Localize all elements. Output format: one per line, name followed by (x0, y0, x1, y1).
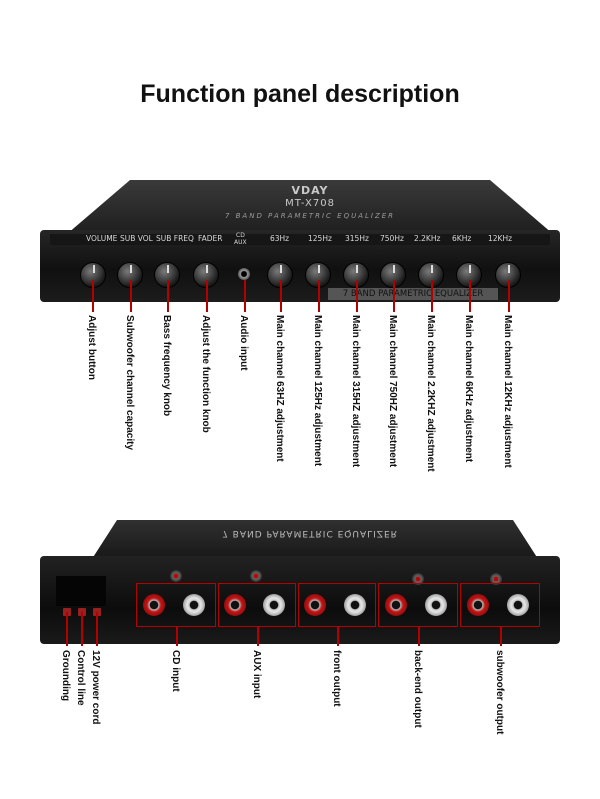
callout-adjust-button: Adjust button (86, 315, 97, 380)
callout-750hz: Main channel 750HZ adjustment (387, 315, 398, 468)
callout-front-output: front output (331, 650, 342, 707)
callout-line (167, 280, 169, 312)
label-125hz: 125Hz (308, 234, 332, 243)
label-volume: VOLUME (86, 234, 118, 243)
callout-line (337, 627, 339, 646)
rear-top-text: 7 BAND PARAMETRIC EQUALIZER (222, 528, 398, 538)
callout-2-2khz: Main channel 2.2KHZ adjustment (425, 315, 436, 472)
front-output-group (298, 583, 376, 627)
callout-audio-input: Audio input (238, 315, 249, 371)
callout-line (206, 280, 208, 312)
callout-line (176, 627, 178, 646)
callout-function-knob: Adjust the function knob (200, 315, 211, 433)
callout-line (92, 280, 94, 312)
label-sub-vol: SUB VOL (120, 234, 153, 243)
brand-logo: VDAY (291, 184, 329, 197)
callout-line (418, 627, 420, 646)
aux-input-jack[interactable] (238, 268, 250, 280)
callout-line (469, 280, 471, 312)
callout-12khz: Main channel 12KHz adjustment (502, 315, 513, 468)
callout-bass-frequency: Bass frequency knob (161, 315, 172, 417)
ground-screw (490, 573, 502, 585)
callout-line (393, 280, 395, 312)
aux-input-group (218, 583, 296, 627)
callout-line (130, 280, 132, 312)
callout-6khz: Main channel 6KHz adjustment (463, 315, 474, 463)
callout-line (96, 612, 98, 646)
front-output-white-jack[interactable] (344, 594, 366, 616)
callout-aux-input: AUX input (251, 650, 262, 699)
band-label: 7 BAND PARAMETRIC EQUALIZER (328, 288, 498, 300)
model-number: MT-X708 (285, 198, 335, 209)
callout-63hz: Main channel 63HZ adjustment (274, 315, 285, 462)
cd-input-red-jack[interactable] (143, 594, 165, 616)
ground-screw (170, 570, 182, 582)
rear-unit-top (90, 520, 540, 562)
aux-input-white-jack[interactable] (263, 594, 285, 616)
callout-12v-power: 12V power cord (90, 650, 101, 725)
callout-cd-input: CD input (170, 650, 181, 692)
back-end-output-white-jack[interactable] (425, 594, 447, 616)
callout-control-line: Control line (75, 650, 86, 706)
label-fader: FADER (198, 234, 223, 243)
top-subtitle: 7 BAND PARAMETRIC EQUALIZER (224, 212, 396, 220)
callout-315hz: Main channel 315HZ adjustment (350, 315, 361, 468)
label-6khz: 6KHz (452, 234, 472, 243)
label-cd: CD (236, 232, 245, 239)
cd-input-white-jack[interactable] (183, 594, 205, 616)
front-output-red-jack[interactable] (304, 594, 326, 616)
label-750hz: 750Hz (380, 234, 404, 243)
back-end-output-group (378, 583, 458, 627)
ground-screw (412, 573, 424, 585)
callout-line (356, 280, 358, 312)
label-63hz: 63Hz (270, 234, 290, 243)
callout-line (81, 612, 83, 646)
label-aux: AUX (234, 239, 247, 246)
label-12khz: 12KHz (488, 234, 513, 243)
label-2-2khz: 2.2KHz (414, 234, 441, 243)
callout-line (318, 280, 320, 312)
label-315hz: 315Hz (345, 234, 369, 243)
label-sub-freq: SUB FREQ (156, 234, 194, 243)
callout-line (66, 612, 68, 646)
callout-subwoofer-output: subwoofer output (494, 650, 505, 735)
subwoofer-output-group (460, 583, 540, 627)
power-connector[interactable] (56, 576, 106, 606)
subwoofer-output-white-jack[interactable] (507, 594, 529, 616)
callout-line (508, 280, 510, 312)
callout-line (500, 627, 502, 646)
callout-125hz: Main channel 125Hz adjustment (312, 315, 323, 467)
back-end-output-red-jack[interactable] (385, 594, 407, 616)
callout-line (280, 280, 282, 312)
callout-line (257, 627, 259, 646)
callout-line (244, 280, 246, 312)
cd-input-group (136, 583, 216, 627)
callout-grounding: Grounding (60, 650, 71, 702)
page-title: Function panel description (140, 80, 460, 108)
front-label-strip (50, 234, 550, 245)
callout-back-end-output: back-end output (412, 650, 423, 728)
aux-input-red-jack[interactable] (224, 594, 246, 616)
subwoofer-output-red-jack[interactable] (467, 594, 489, 616)
ground-screw (250, 570, 262, 582)
callout-line (431, 280, 433, 312)
callout-subwoofer-capacity: Subwoofer channel capacity (124, 315, 135, 451)
